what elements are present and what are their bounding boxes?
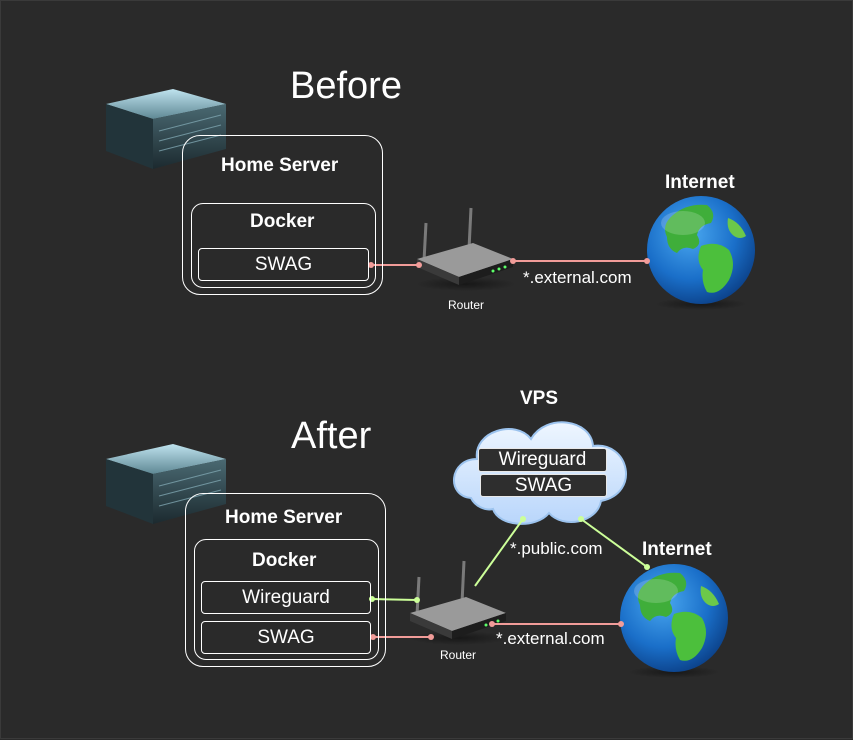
after-wireguard-container: Wireguard	[201, 581, 371, 614]
after-home-server-box	[185, 493, 386, 667]
after-link-external	[489, 621, 624, 627]
after-internet-label: Internet	[642, 539, 712, 560]
after-home-server-label: Home Server	[225, 507, 343, 528]
before-router-label: Router	[448, 298, 485, 312]
after-external-link-label: *.external.com	[496, 629, 605, 648]
after-swag-container: SWAG	[201, 621, 371, 654]
after-link-cloud-internet	[578, 516, 650, 570]
router-icon	[416, 207, 516, 291]
server-icon	[106, 444, 226, 524]
before-docker-box	[191, 203, 376, 288]
cloud-icon	[453, 421, 627, 525]
after-link-swag-local	[370, 634, 434, 640]
vps-wireguard-box: Wireguard	[478, 448, 607, 472]
after-docker-label: Docker	[252, 550, 317, 571]
before-swag-container: SWAG	[198, 248, 369, 281]
vps-label: VPS	[520, 388, 559, 409]
before-external-link-label: *.external.com	[523, 268, 632, 287]
server-icon	[106, 89, 226, 169]
globe-icon	[647, 196, 755, 310]
router-icon	[409, 560, 509, 645]
after-docker-box	[194, 539, 379, 660]
globe-icon	[620, 564, 728, 678]
after-public-link-label: *.public.com	[510, 539, 603, 558]
vps-swag-box: SWAG	[480, 474, 607, 497]
after-title: After	[291, 415, 372, 457]
after-link-public	[474, 516, 526, 587]
before-home-server-label: Home Server	[221, 155, 339, 176]
before-internet-label: Internet	[665, 172, 735, 193]
before-home-server-box	[182, 135, 383, 295]
before-link-external	[368, 258, 650, 268]
before-title: Before	[290, 65, 402, 107]
before-docker-label: Docker	[250, 211, 315, 232]
after-router-label: Router	[440, 648, 477, 662]
